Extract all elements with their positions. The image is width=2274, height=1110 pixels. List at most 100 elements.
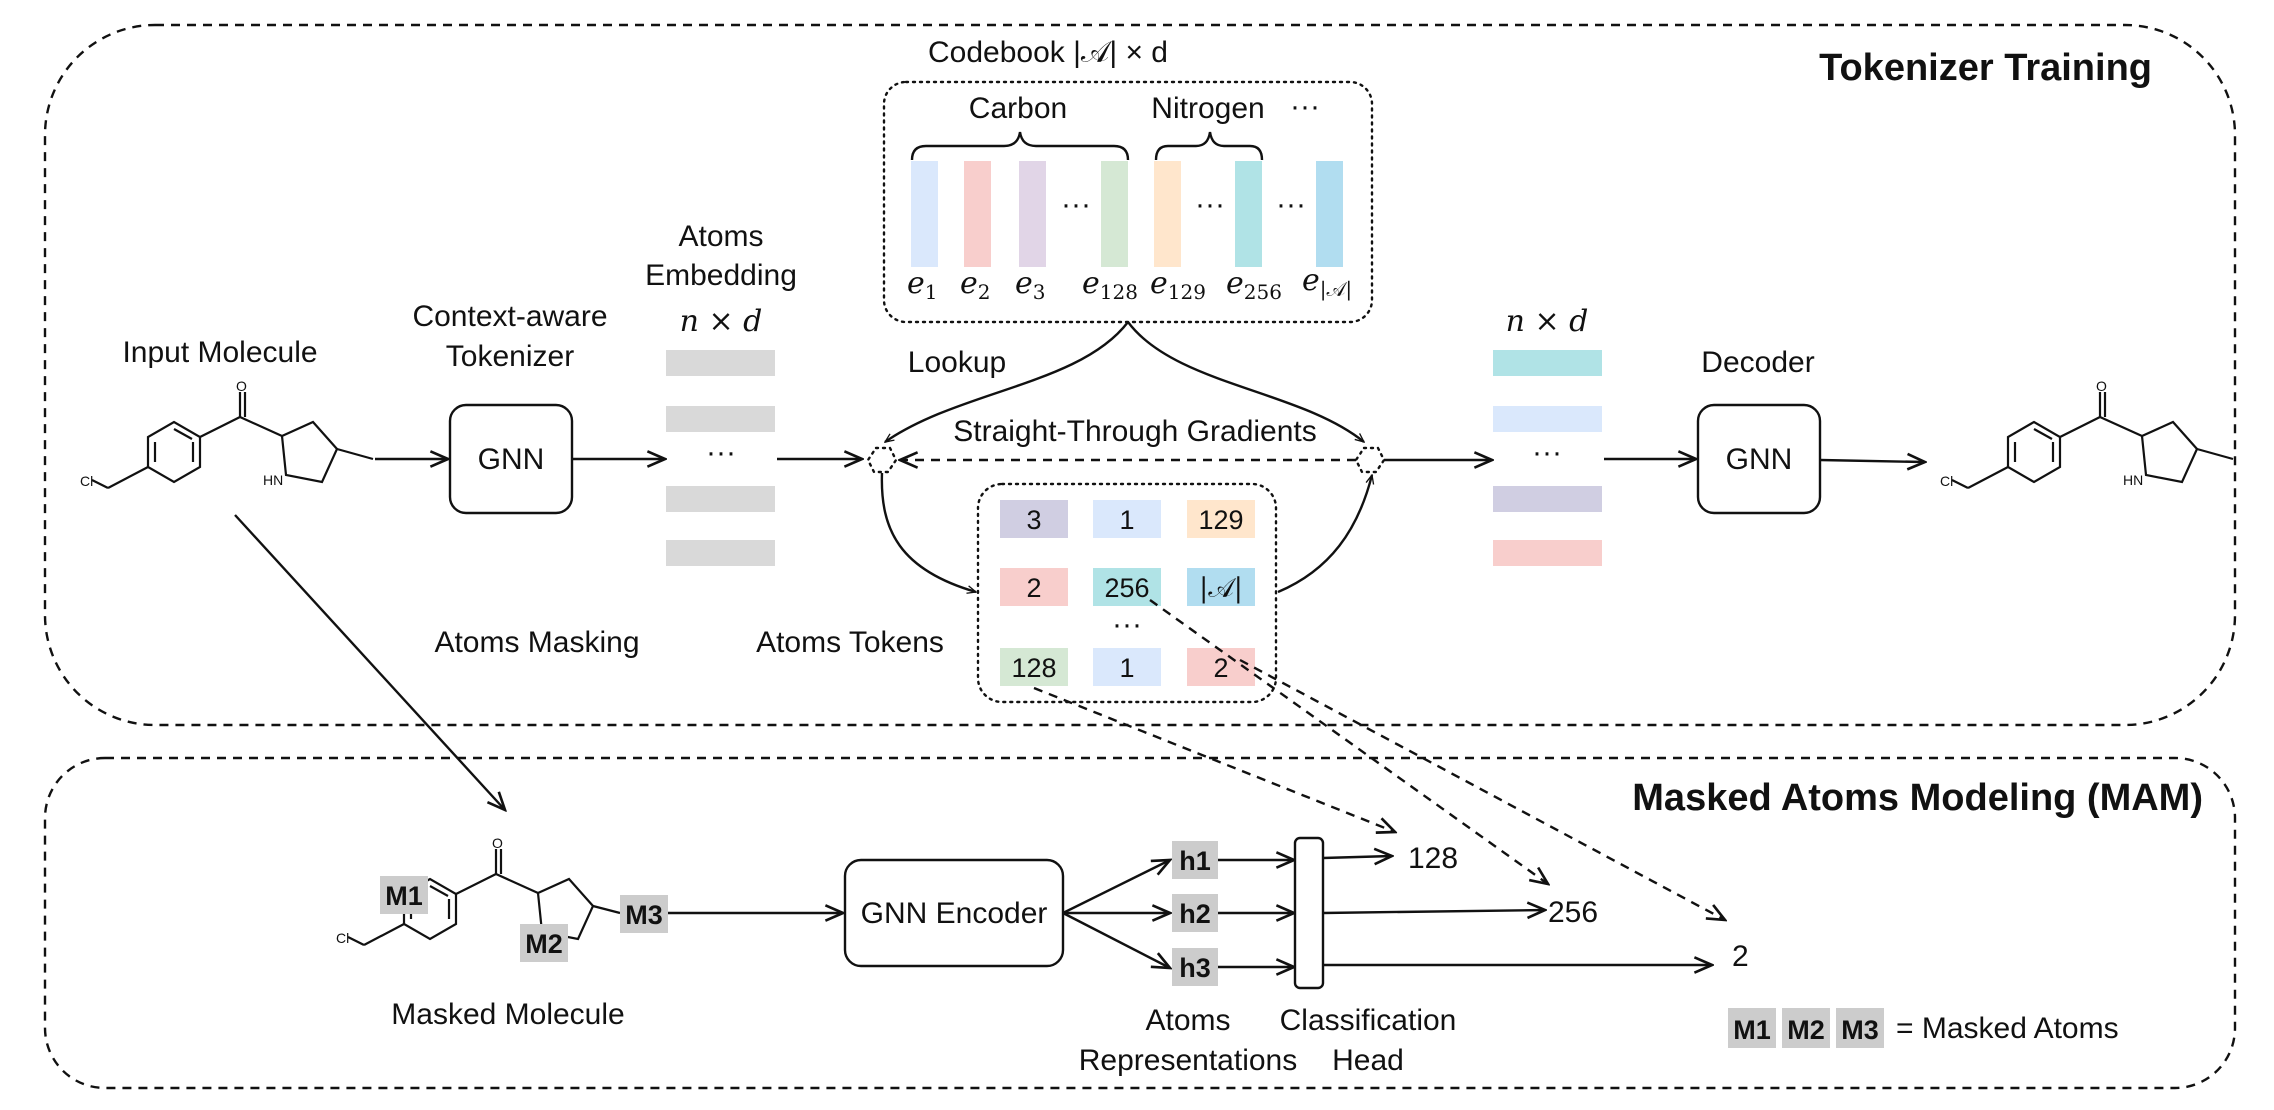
group-more-label: ··· (1290, 90, 1320, 123)
rep-h2 (1172, 894, 1218, 932)
prediction-2: 2 (1732, 940, 1749, 973)
codebook-vector-e256 (1235, 161, 1262, 267)
token-value: 2 (1026, 573, 1041, 603)
token-value: |𝒜| (1199, 573, 1243, 604)
carbon-brace (910, 131, 1130, 161)
prediction-256: 256 (1548, 896, 1598, 929)
decoded-ellipsis: ··· (1532, 436, 1562, 469)
codebook-vector-eA (1316, 161, 1343, 267)
codebook-vector-e128 (1101, 161, 1128, 267)
label-e129: e129 (1150, 266, 1206, 304)
codebook-title: Codebook |𝒜| × d (928, 35, 1168, 70)
token-cell (1093, 568, 1161, 606)
label-e128: e128 (1082, 266, 1138, 304)
codebook-ellipsis: ··· (1195, 188, 1225, 221)
legend-m3 (1836, 1008, 1884, 1048)
legend-text: = Masked Atoms (1896, 1012, 2119, 1045)
prediction-128: 128 (1408, 842, 1458, 875)
token-cell (1000, 648, 1068, 686)
mam-title: Masked Atoms Modeling (MAM) (1632, 777, 2203, 819)
arrow-encoder-h3 (1062, 911, 1170, 968)
embedding-row (666, 350, 775, 376)
atoms-embedding-label-2: Embedding (645, 259, 797, 292)
lookup-label: Lookup (908, 346, 1006, 379)
atoms-embedding-label-1: Atoms (678, 220, 763, 253)
decoded-row (1493, 350, 1602, 376)
codebook-entries: ··· ··· ··· (911, 161, 1343, 267)
decoded-dims: n × d (1506, 304, 1589, 339)
legend-m1-label: M1 (1733, 1015, 1771, 1045)
group-carbon-label: Carbon (969, 92, 1067, 125)
mam-panel (43, 756, 2237, 1090)
token-value: 1 (1119, 653, 1134, 683)
output-molecule: Cl HN O (1940, 378, 2234, 489)
masked-atoms-legend: M1 M2 M3 = Masked Atoms (1728, 1008, 2119, 1048)
tokenizer-label: Tokenizer (446, 340, 574, 373)
quantizer-node-left (866, 446, 898, 474)
label-e3: e3 (1015, 266, 1046, 304)
context-aware-label: Context-aware (412, 300, 607, 333)
arrow-head-to-pred-128 (1322, 856, 1392, 858)
mask-m3-label: M3 (625, 900, 663, 930)
rep-h2-label: h2 (1179, 899, 1211, 929)
token-cell (1187, 500, 1255, 538)
token-value: 129 (1198, 505, 1243, 535)
embedding-ellipsis: ··· (706, 436, 736, 469)
decoder-label: Decoder (1701, 346, 1814, 379)
decoder-gnn-box (1696, 403, 1822, 515)
token-value: 3 (1026, 505, 1041, 535)
token-cell (1000, 568, 1068, 606)
atom-cl: Cl (1940, 473, 1953, 489)
target-arrow-2 (1239, 658, 1725, 920)
codebook-vector-e129 (1154, 161, 1181, 267)
atom-nh: HN (263, 472, 283, 488)
legend-m1 (1728, 1008, 1776, 1048)
label-eA: e|𝒜| (1302, 263, 1352, 302)
embedding-row (666, 540, 775, 566)
nitrogen-brace (1154, 131, 1264, 161)
atoms-repr-label-1: Atoms (1145, 1004, 1230, 1037)
target-arrow-128 (1033, 686, 1395, 832)
atom-o: O (492, 835, 503, 851)
lookup-arrow-right (1127, 321, 1364, 442)
label-e256: e256 (1226, 266, 1282, 304)
arrow-head-to-pred-256 (1322, 910, 1545, 913)
class-head-label-2: Head (1332, 1044, 1404, 1077)
atom-o: O (2096, 378, 2107, 394)
quantizer-node-right (1354, 446, 1386, 474)
codebook-vector-e1 (911, 161, 938, 267)
legend-m2 (1782, 1008, 1830, 1048)
atoms-masking-label: Atoms Masking (434, 626, 639, 659)
token-value: 128 (1011, 653, 1056, 683)
atom-cl: Cl (80, 473, 93, 489)
group-nitrogen-label: Nitrogen (1151, 92, 1264, 125)
decoded-row (1493, 486, 1602, 512)
atom-nh: HN (2123, 472, 2143, 488)
arrow-to-tokens (880, 472, 976, 592)
input-molecule-label: Input Molecule (122, 336, 317, 369)
legend-m3-label: M3 (1841, 1015, 1879, 1045)
target-arrow-256 (1149, 599, 1548, 884)
gnn-encoder-label: GNN Encoder (861, 897, 1048, 930)
decoded-row (1493, 540, 1602, 566)
token-cell (1093, 500, 1161, 538)
straight-through-label: Straight-Through Gradients (953, 415, 1317, 448)
arrow-atoms-masking (234, 514, 505, 810)
decoded-stack: ··· (1493, 350, 1602, 566)
codebook-ellipsis: ··· (1061, 188, 1091, 221)
token-cell (1093, 648, 1161, 686)
label-e1: e1 (907, 266, 938, 304)
codebook-ellipsis: ··· (1276, 188, 1306, 221)
class-head-label-1: Classification (1280, 1004, 1457, 1037)
token-cell (1187, 568, 1255, 606)
tokenizer-training-panel (43, 23, 2237, 727)
tokenizer-gnn-label: GNN (478, 443, 545, 476)
legend-m2-label: M2 (1787, 1015, 1825, 1045)
mask-m3 (620, 895, 668, 933)
decoder-gnn-label: GNN (1726, 443, 1793, 476)
token-ellipsis: ··· (1112, 608, 1142, 641)
rep-h3-label: h3 (1179, 953, 1211, 983)
atoms-tokens-label: Atoms Tokens (756, 626, 944, 659)
classification-head (1293, 836, 1325, 990)
